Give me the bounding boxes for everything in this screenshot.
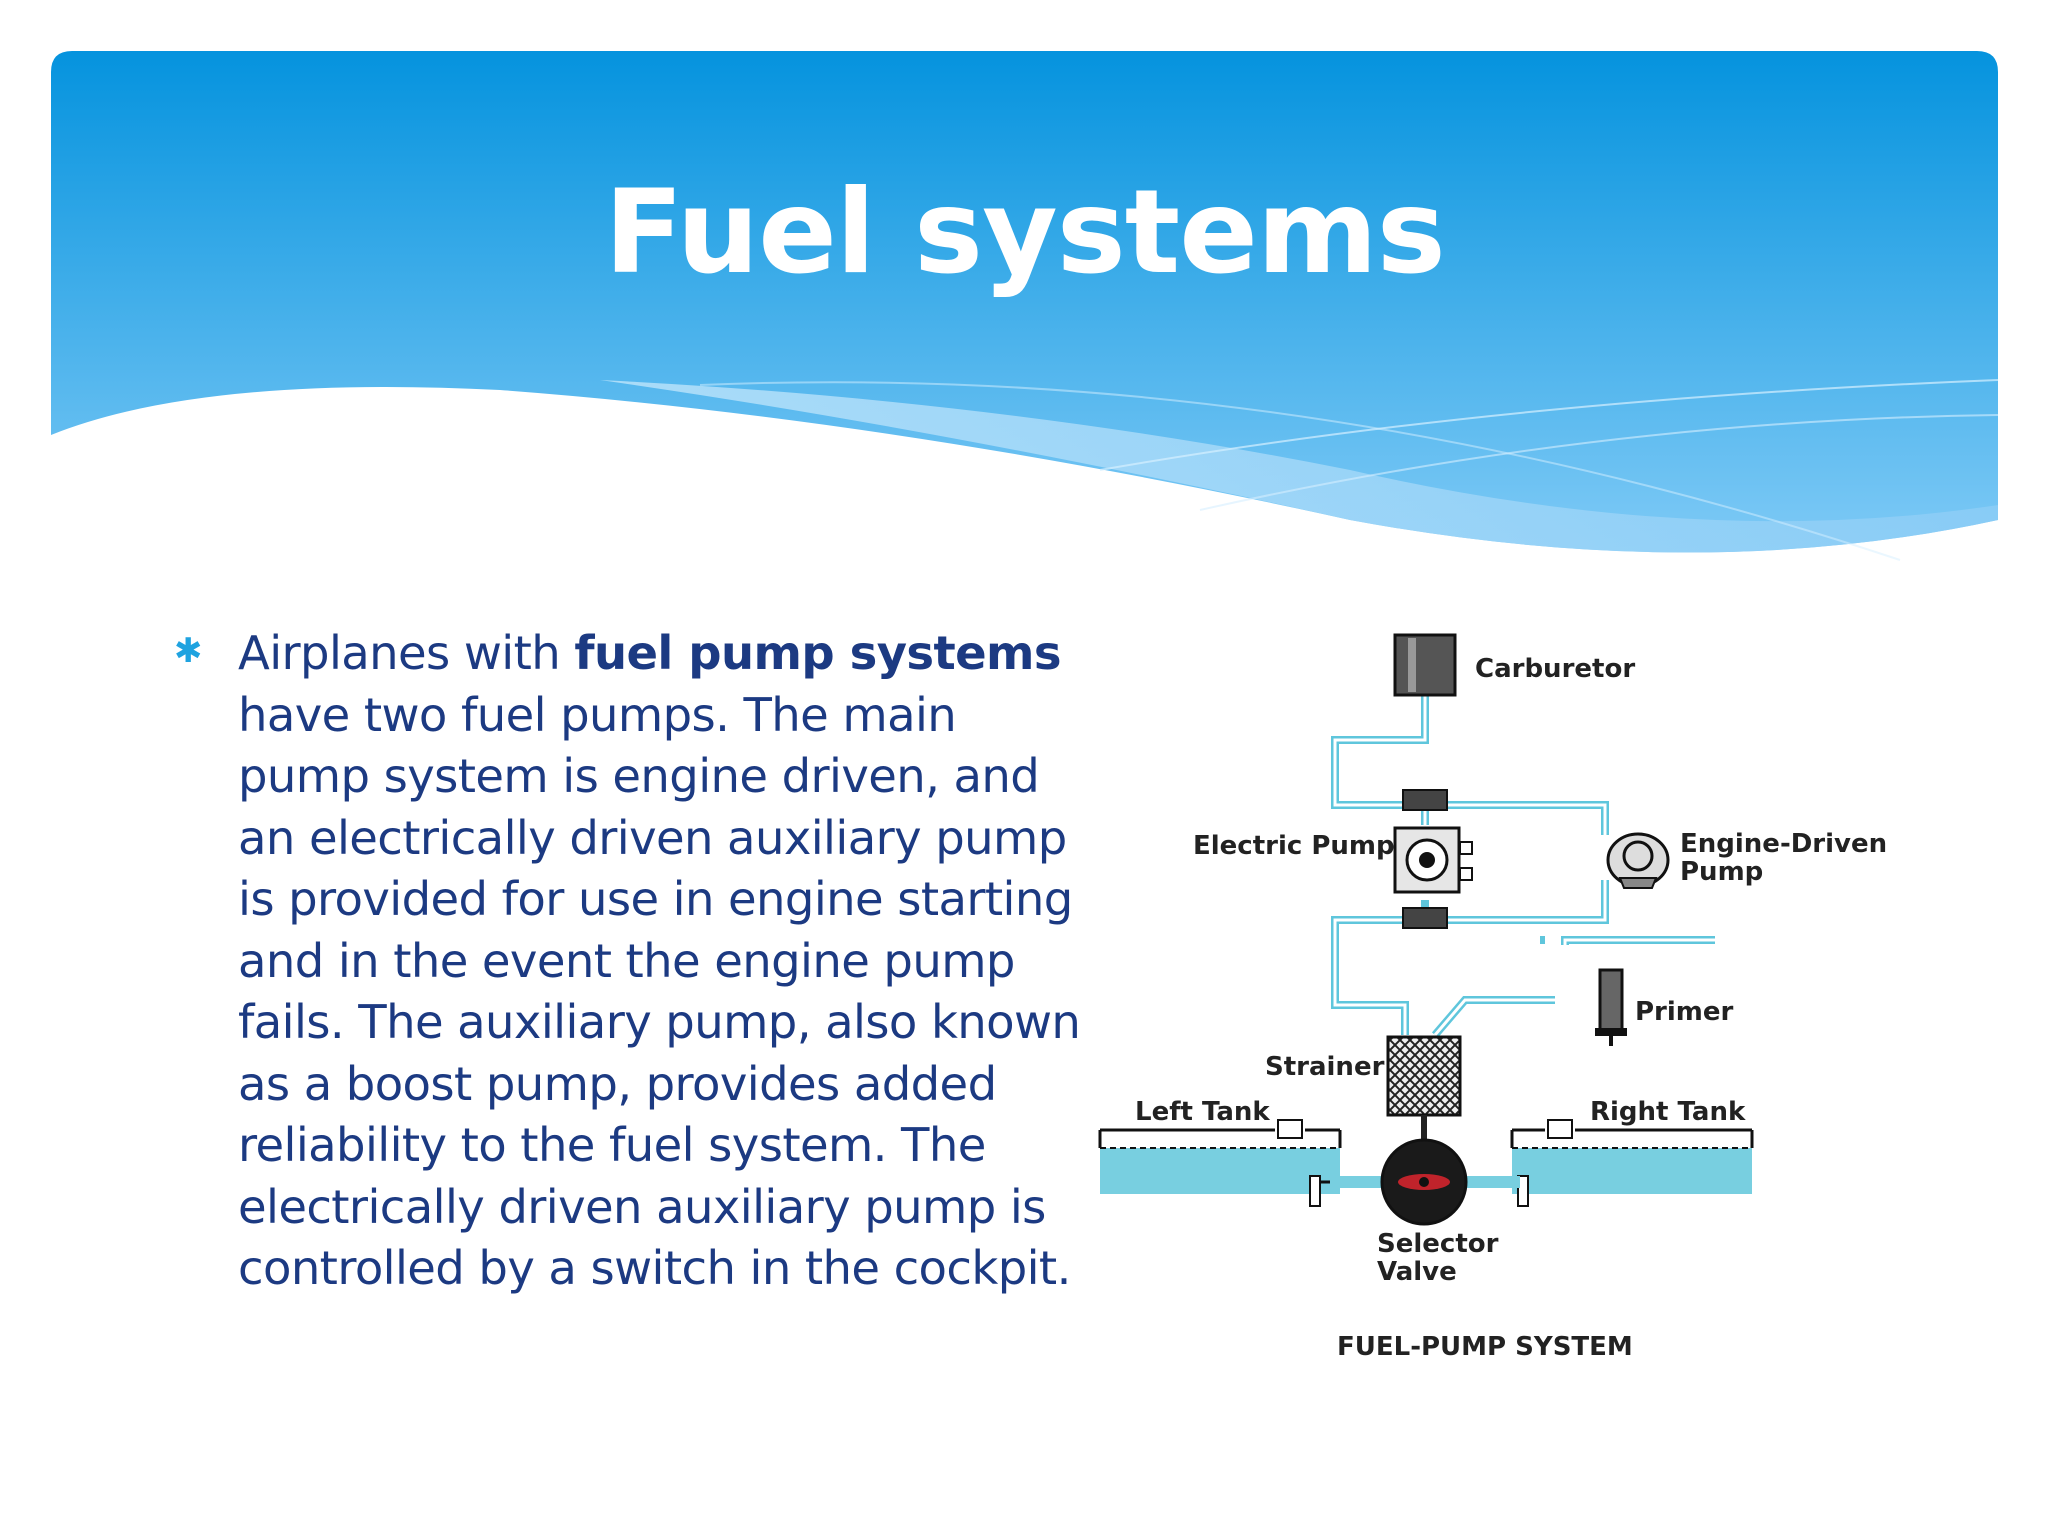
left-tank-shape bbox=[1098, 1119, 1342, 1207]
bullet-text-rest: have two fuel pumps. The main pump syste… bbox=[238, 687, 1081, 1296]
carburetor-shape bbox=[1393, 633, 1457, 697]
asterisk-icon: ✱ bbox=[174, 631, 203, 671]
bullet-text-bold: fuel pump systems bbox=[574, 626, 1061, 680]
label-primer: Primer bbox=[1635, 997, 1734, 1027]
diagram-caption: FUEL-PUMP SYSTEM bbox=[1337, 1332, 1633, 1362]
label-carburetor: Carburetor bbox=[1475, 654, 1635, 684]
bullet-text: Airplanes with fuel pump systems have tw… bbox=[238, 623, 1086, 1300]
fuel-pump-diagram: Carburetor Electric Pump Engine-Driven P… bbox=[1098, 633, 1887, 1362]
bullet-item: ✱ Airplanes with fuel pump systems have … bbox=[174, 623, 1086, 1300]
label-electric-pump: Electric Pump bbox=[1193, 831, 1395, 861]
label-selector-1: Selector bbox=[1377, 1229, 1499, 1259]
label-right-tank: Right Tank bbox=[1590, 1097, 1746, 1127]
primer-shape bbox=[1595, 968, 1627, 1046]
engine-driven-pump-shape bbox=[1606, 832, 1670, 889]
header-banner bbox=[51, 51, 1999, 561]
slide-title: Fuel systems bbox=[604, 165, 1446, 300]
strainer-shape bbox=[1386, 1035, 1462, 1117]
label-engine-driven-1: Engine-Driven bbox=[1680, 829, 1887, 859]
label-engine-driven-2: Pump bbox=[1680, 857, 1763, 887]
right-tank-shape bbox=[1510, 1119, 1754, 1207]
label-left-tank: Left Tank bbox=[1135, 1097, 1270, 1127]
label-selector-2: Valve bbox=[1377, 1257, 1457, 1287]
bullet-text-start: Airplanes with bbox=[238, 626, 575, 680]
label-strainer: Strainer bbox=[1265, 1052, 1385, 1082]
selector-valve-shape bbox=[1380, 1138, 1468, 1226]
